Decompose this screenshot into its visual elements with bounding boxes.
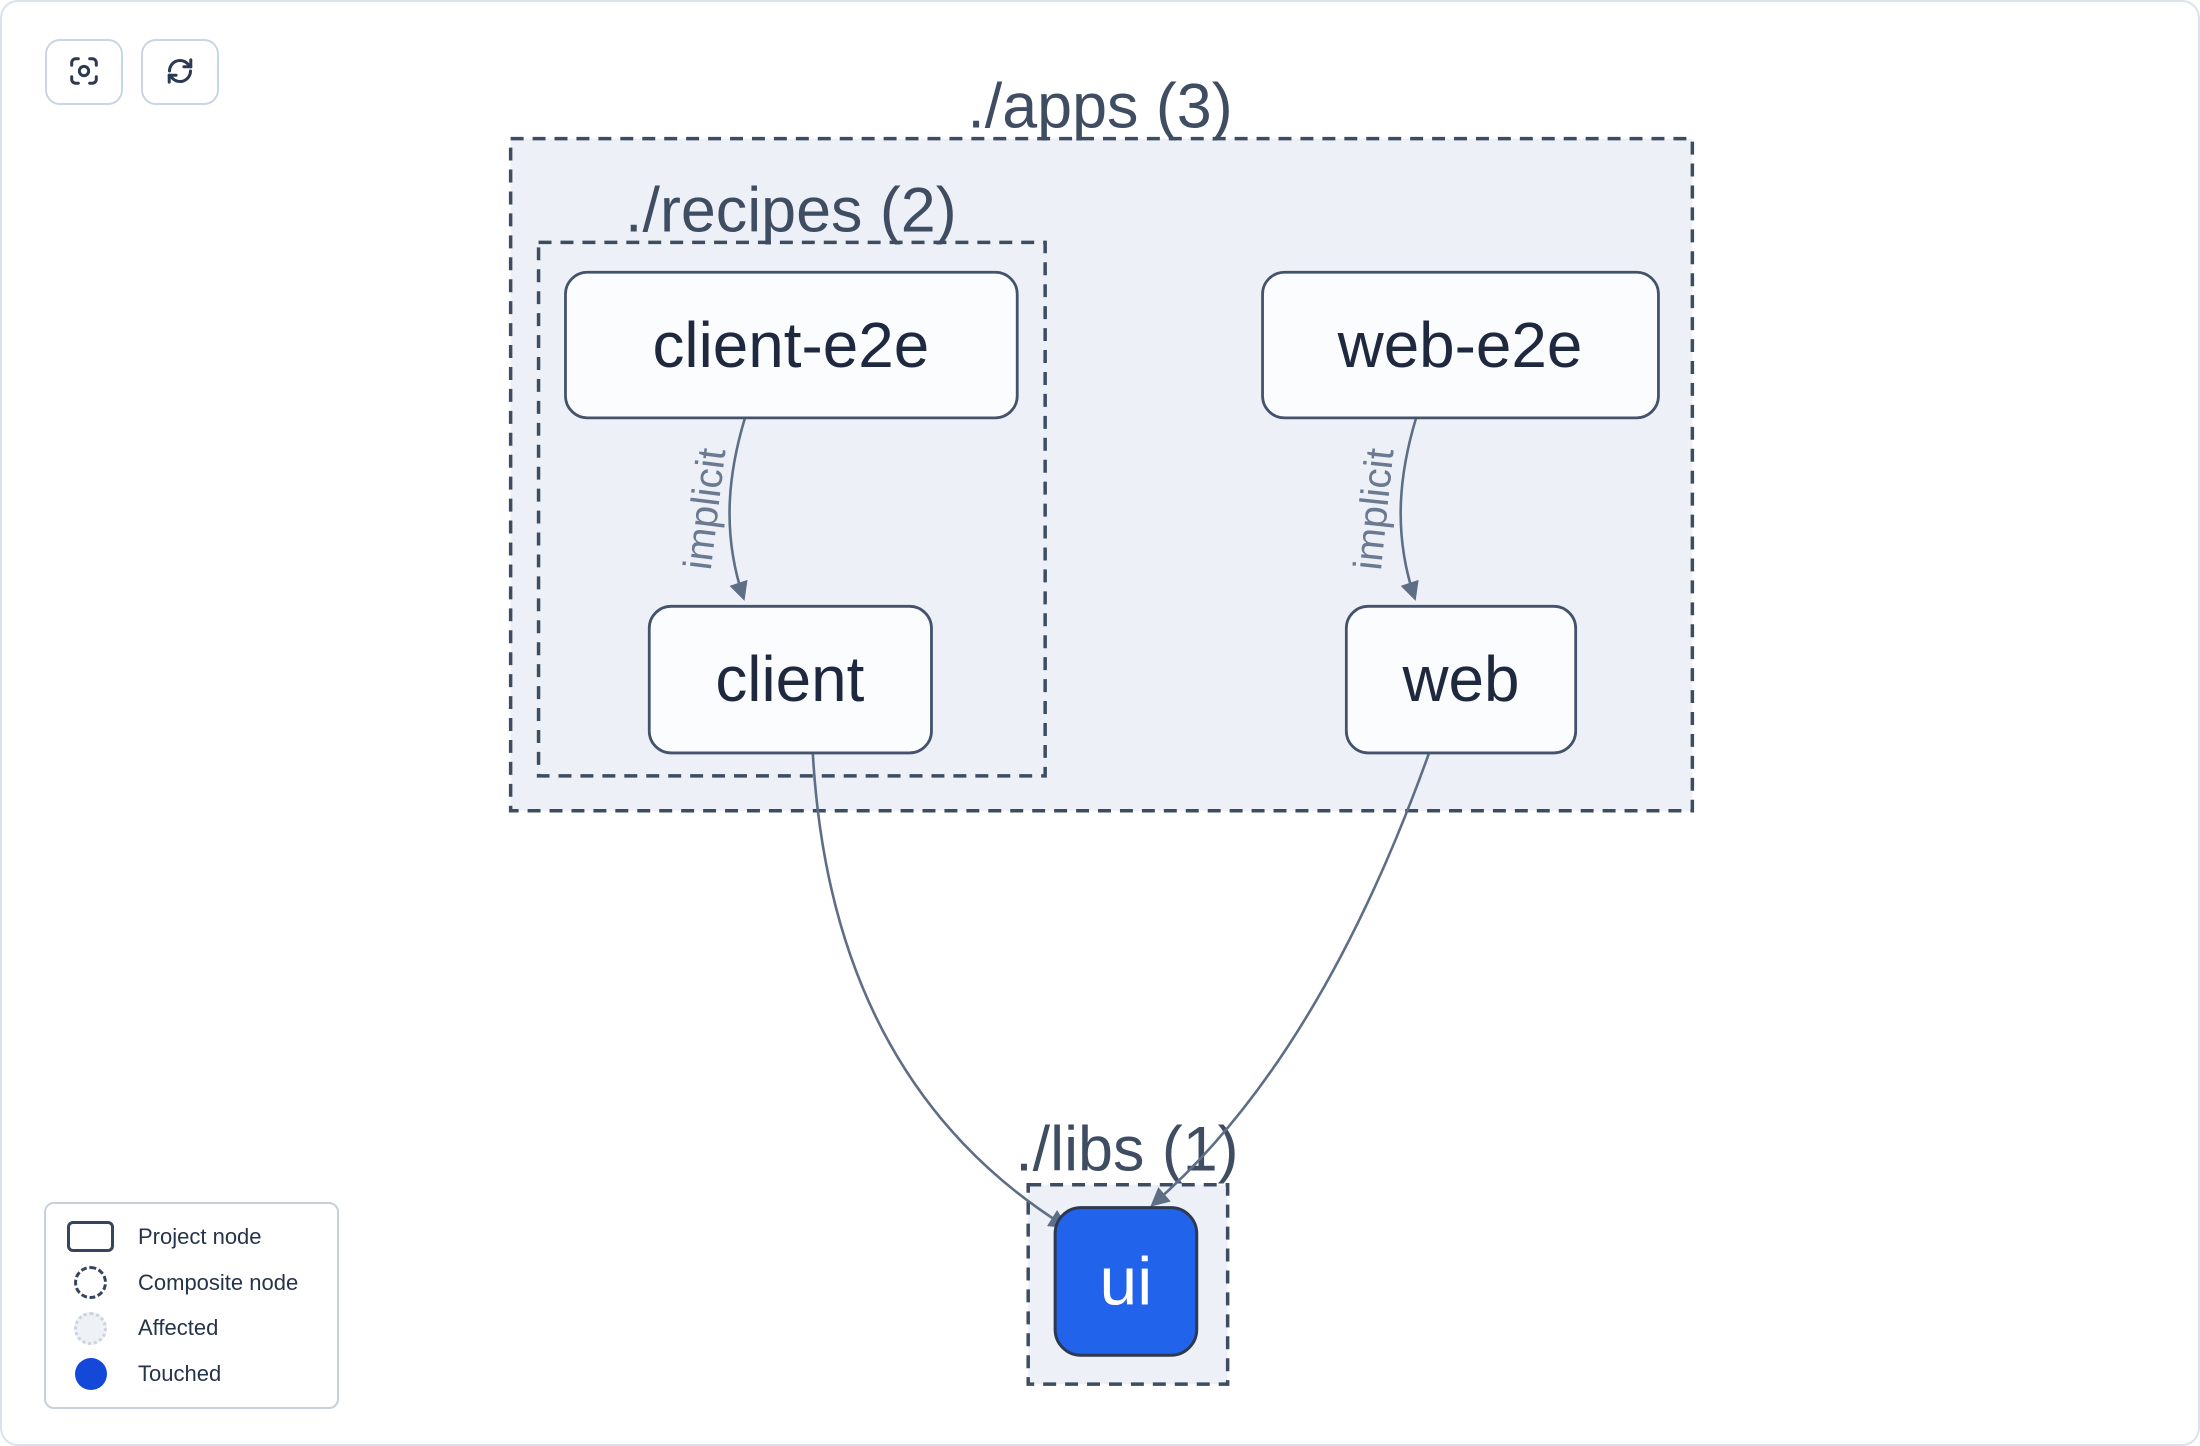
legend-item-composite-node: Composite node	[46, 1260, 337, 1306]
project-node-swatch-icon	[67, 1221, 114, 1253]
legend-item-project-node: Project node	[46, 1214, 337, 1260]
edge-client-e2e-to-client[interactable]	[728, 417, 748, 601]
composite-node-recipes[interactable]	[536, 240, 1047, 778]
legend-label: Affected	[138, 1315, 219, 1341]
legend-label: Project node	[138, 1223, 262, 1249]
legend-item-touched: Touched	[46, 1351, 337, 1397]
composite-title-apps: ./apps (3)	[967, 72, 1232, 142]
edge-client-to-ui[interactable]	[811, 752, 1069, 1229]
composite-node-swatch-icon	[67, 1266, 114, 1300]
project-node-client[interactable]: client	[647, 604, 933, 755]
refresh-icon	[162, 53, 198, 92]
affected-swatch-icon	[67, 1311, 114, 1345]
touched-swatch-icon	[67, 1358, 114, 1391]
legend-item-affected: Affected	[46, 1306, 337, 1352]
node-label-client-e2e: client-e2e	[653, 309, 930, 381]
legend-label: Touched	[138, 1361, 222, 1387]
focus-icon	[66, 53, 102, 92]
project-node-client-e2e[interactable]: client-e2e	[564, 270, 1019, 420]
node-label-web-e2e: web-e2e	[1337, 309, 1583, 381]
node-label-web: web	[1401, 643, 1519, 715]
graph-legend: Project node Composite node Affected Tou…	[44, 1202, 339, 1409]
composite-title-libs: ./libs (1)	[1015, 1115, 1238, 1185]
project-node-ui-touched[interactable]: ui	[1053, 1206, 1199, 1357]
refresh-button[interactable]	[141, 39, 219, 105]
graph-toolbar	[45, 39, 219, 105]
node-label-client: client	[715, 643, 864, 715]
project-node-web[interactable]: web	[1344, 604, 1578, 755]
legend-label: Composite node	[138, 1269, 299, 1295]
composite-title-recipes: ./recipes (2)	[625, 175, 957, 245]
edge-web-to-ui[interactable]	[1150, 752, 1431, 1207]
focus-button[interactable]	[45, 39, 123, 105]
node-label-ui: ui	[1100, 1244, 1153, 1319]
edge-web-e2e-to-web[interactable]	[1399, 417, 1419, 601]
project-node-web-e2e[interactable]: web-e2e	[1261, 270, 1660, 420]
